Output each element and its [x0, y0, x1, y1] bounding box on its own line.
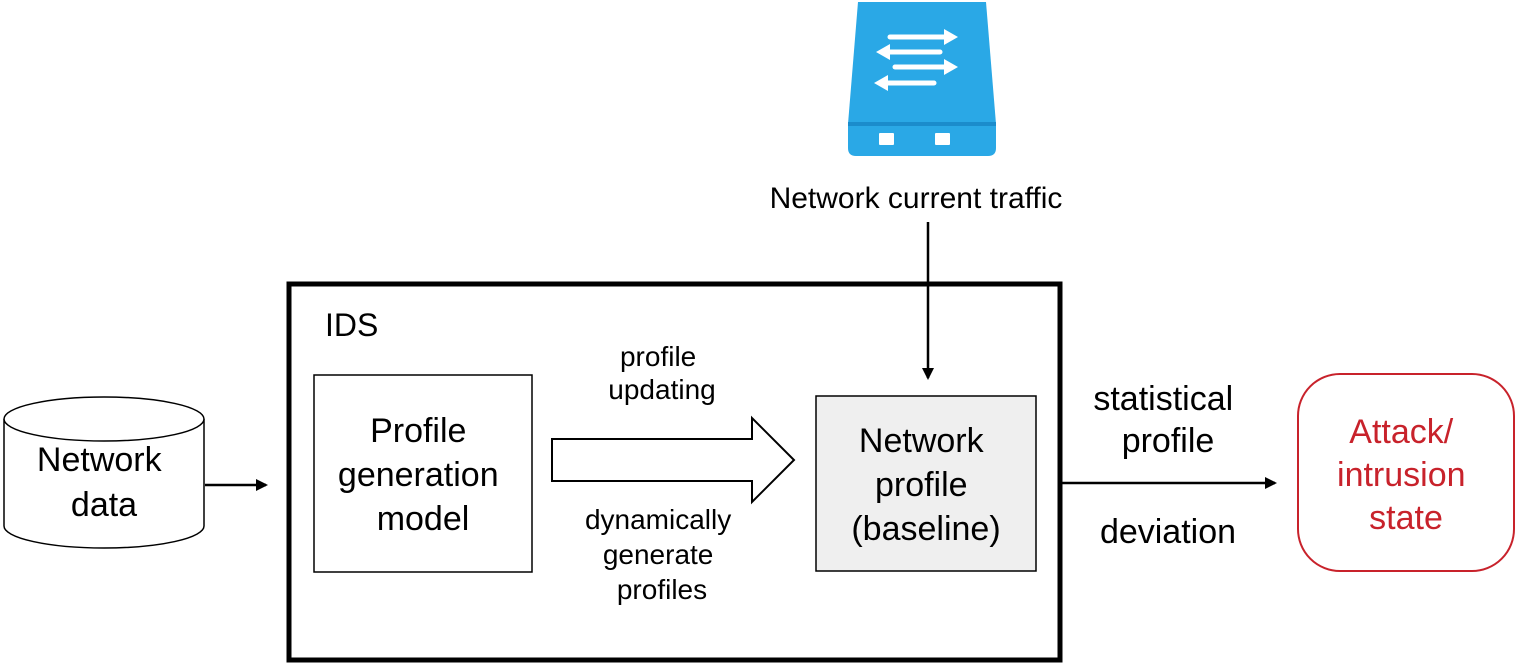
- network-profile-box: [815, 395, 1037, 572]
- profile-generation-model-label: Profile generation model: [338, 412, 508, 538]
- attack-state-label: Attack/ intrusion state: [1337, 413, 1475, 537]
- profile-update-arrow: [551, 415, 796, 505]
- dynamically-generate-profiles-label: dynamically generate profiles: [585, 504, 739, 605]
- attack-state-box: [1297, 373, 1515, 572]
- network-switch-icon: [848, 2, 996, 156]
- ids-boundary-box: [286, 281, 1063, 663]
- ids-label: IDS: [325, 307, 378, 343]
- network-data-cylinder: [3, 396, 205, 549]
- statistical-profile-label: statistical profile: [1093, 380, 1242, 460]
- network-profile-label: Network profile (baseline): [851, 422, 1000, 548]
- profile-generation-model-box: [313, 374, 533, 573]
- network-data-label: Network data: [37, 441, 171, 524]
- deviation-label: deviation: [1100, 513, 1236, 551]
- current-traffic-label: Network current traffic: [770, 182, 1063, 215]
- profile-updating-label: profile updating: [608, 341, 715, 405]
